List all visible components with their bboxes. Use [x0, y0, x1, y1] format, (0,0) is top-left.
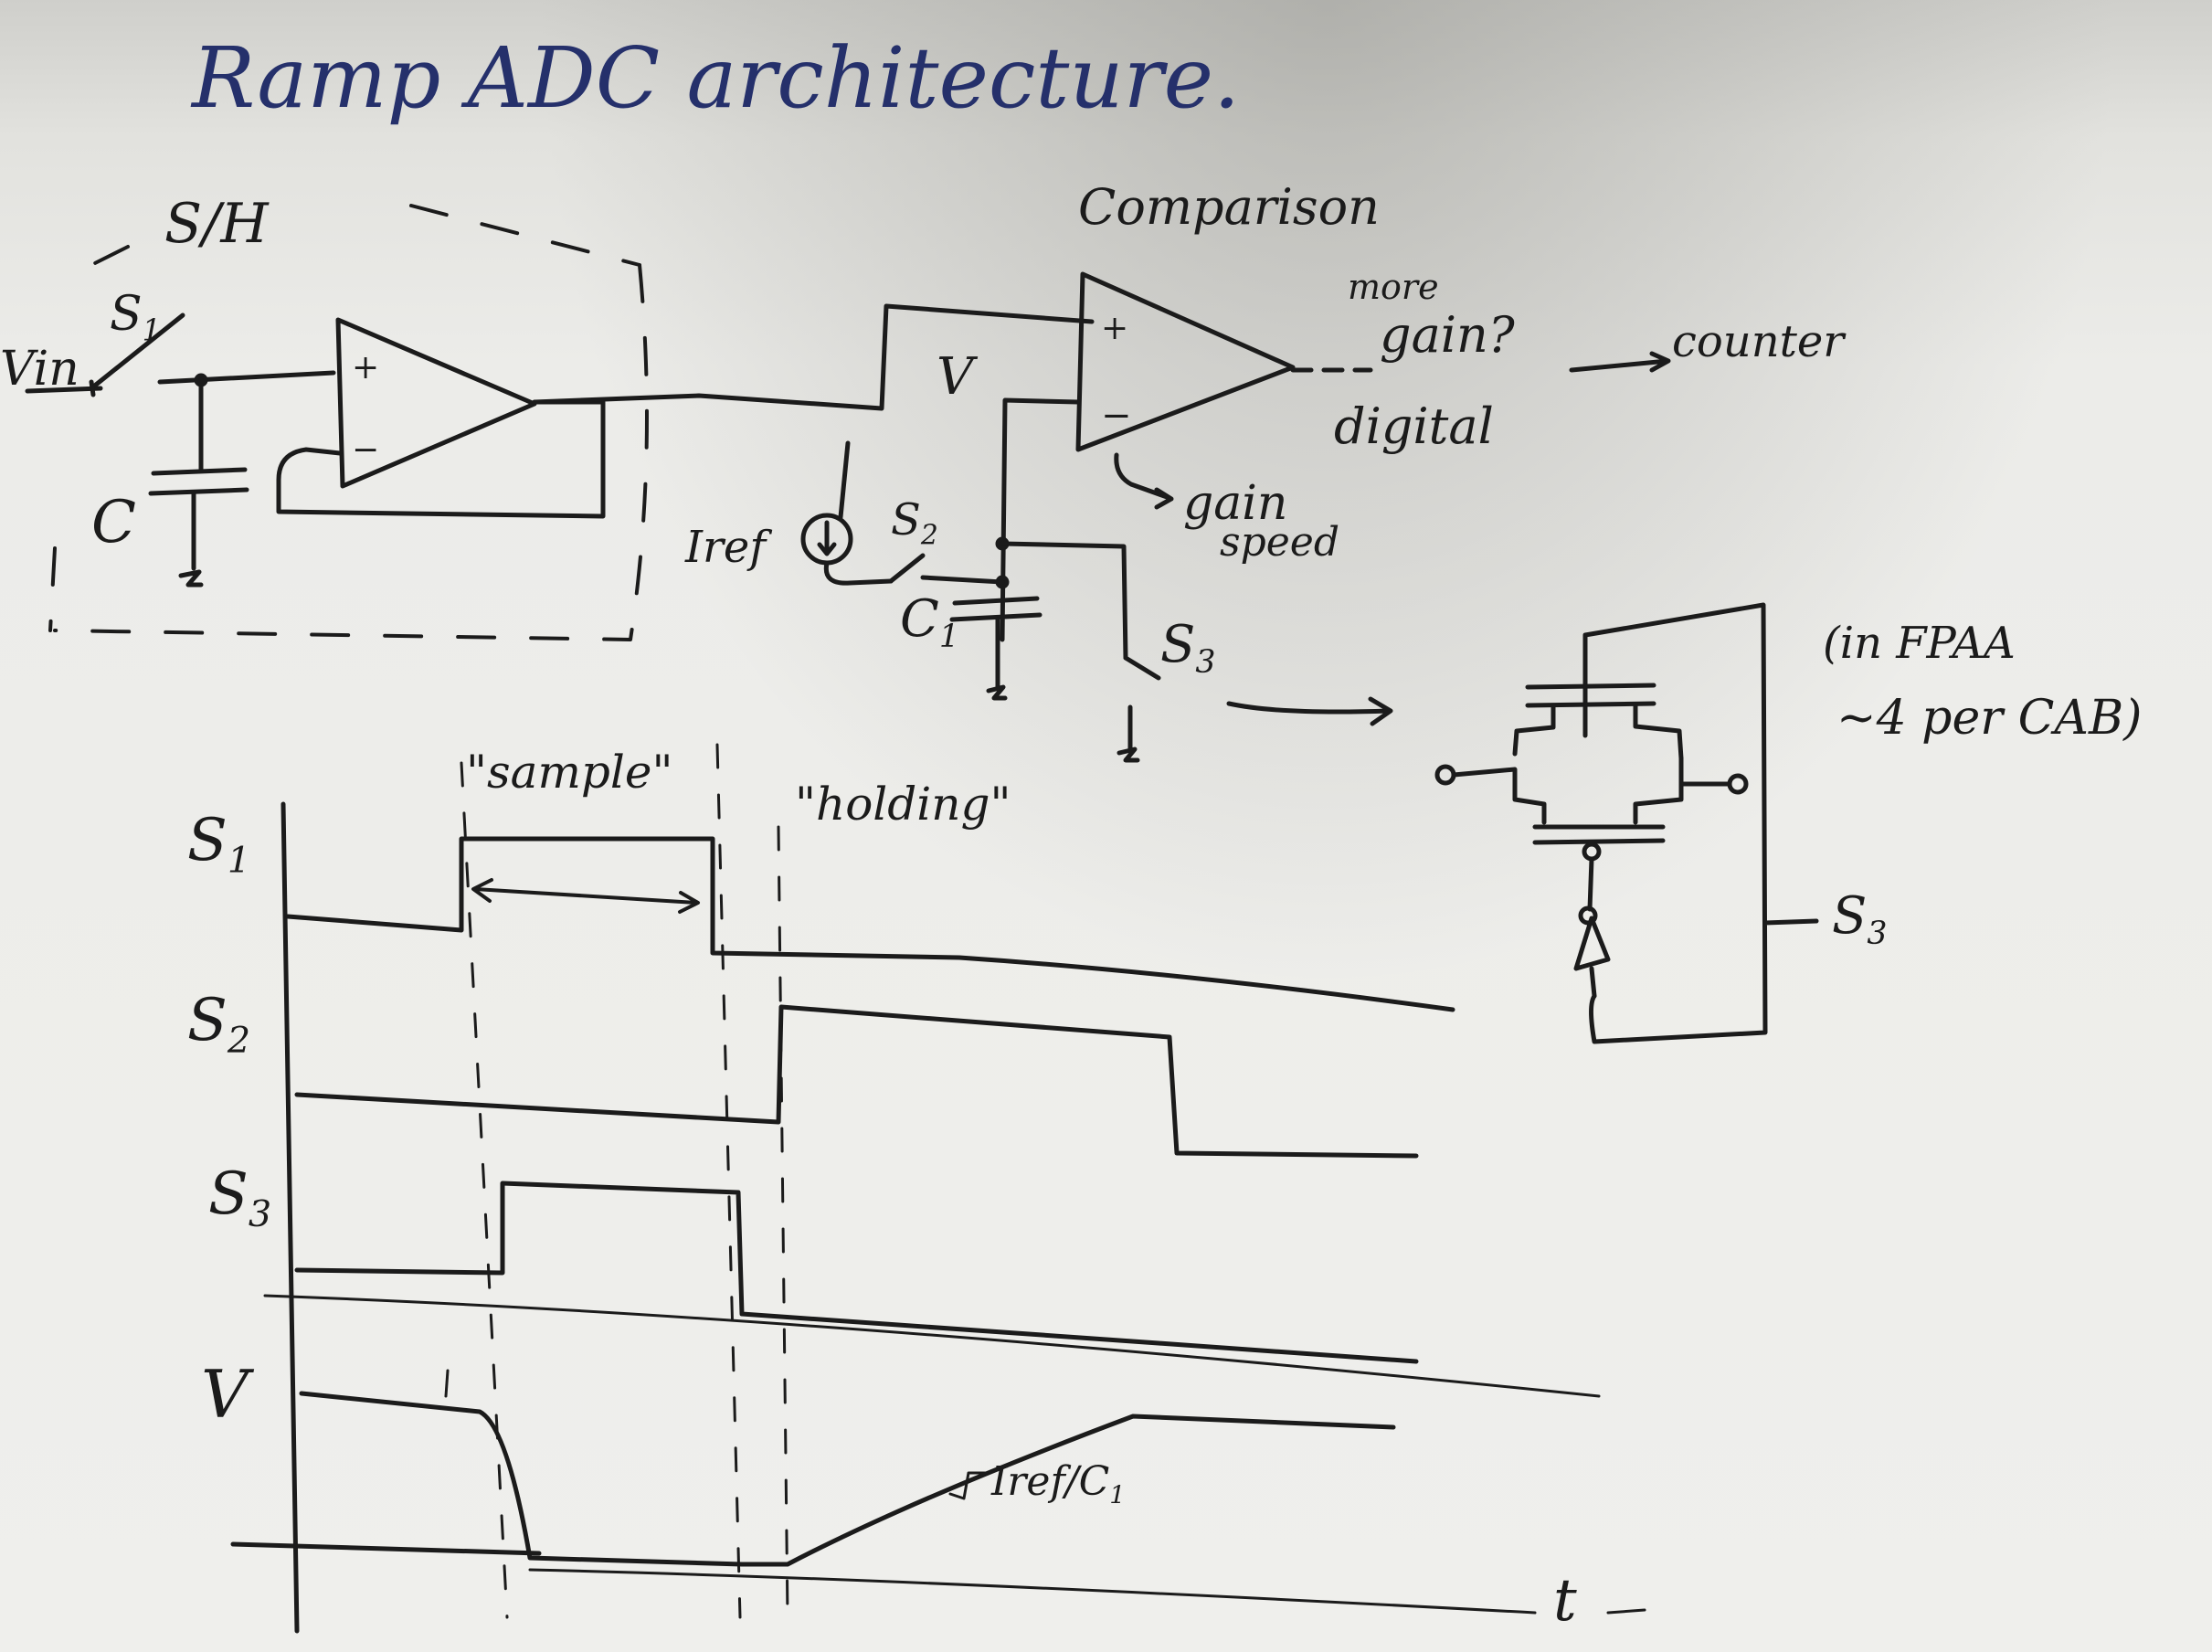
capacitor-c	[148, 467, 249, 496]
gain-speed-arrow	[1114, 452, 1174, 510]
timing-axis	[280, 801, 300, 1634]
timing-row-label: S3	[208, 1160, 272, 1235]
sh-label: S/H	[164, 192, 269, 256]
tg-inverter	[1573, 916, 1611, 971]
s2-waveform	[294, 1004, 1419, 1159]
phase-marker	[777, 825, 789, 1619]
tg-outline	[1582, 602, 1819, 1044]
fpaa-label: (in FPAA	[1823, 618, 2016, 669]
minus-input-wire	[1000, 397, 1081, 642]
tg-s3-label: S3	[1832, 886, 1888, 953]
v-baseline	[230, 1541, 542, 1556]
time-axis	[528, 1568, 1646, 1615]
slope-label: Iref/C1	[991, 1458, 1126, 1510]
tick-mark	[444, 1369, 450, 1398]
diagram-title: Ramp ADC architecture.	[192, 29, 1241, 127]
s3-wire	[1000, 541, 1128, 661]
gain-label: gain	[1183, 476, 1288, 531]
wire-to-opamp	[157, 370, 336, 385]
tg-inverter-wire	[1587, 856, 1594, 912]
digital-label: digital	[1334, 397, 1494, 455]
ground-symbol	[178, 569, 204, 588]
ground-symbol	[1117, 747, 1140, 763]
speed-label: speed	[1220, 519, 1339, 566]
comparator-opamp	[1075, 271, 1296, 452]
comp-minus-label: −	[1101, 395, 1132, 437]
iref-arrow	[817, 520, 837, 556]
counter-arrow	[1569, 351, 1671, 373]
timing-diagram	[230, 743, 1646, 1634]
s3-waveform	[294, 1181, 1419, 1364]
vin-wire	[25, 386, 103, 394]
sample-width-arrow	[471, 878, 700, 914]
s2-wire	[920, 575, 1005, 585]
tg-upper-gate	[1525, 683, 1656, 708]
s3-label: S3	[1160, 615, 1216, 682]
sh-output-wire	[532, 303, 1095, 411]
reference-line	[263, 1294, 1601, 1398]
sh-plus-label: +	[352, 349, 380, 387]
ground-symbol	[986, 684, 1008, 701]
timing-row-label: S1	[187, 807, 251, 882]
s3-detail-arrow	[1226, 696, 1393, 726]
sh-minus-label: −	[352, 431, 380, 469]
s1-label: S1	[110, 287, 162, 348]
counter-label: counter	[1672, 316, 1845, 367]
s1-contact	[89, 379, 96, 397]
s1-waveform	[285, 836, 1455, 1012]
sh-opamp	[335, 317, 537, 489]
c-label: C	[91, 489, 136, 556]
iref-label: Iref	[685, 522, 767, 573]
more-label: more	[1348, 267, 1439, 307]
sample-label: "sample"	[466, 746, 673, 799]
comparator-circuit	[800, 271, 1671, 763]
tg-inverter-output	[1589, 966, 1597, 999]
comp-plus-label: +	[1101, 310, 1129, 347]
time-axis-label: t	[1553, 1567, 1577, 1635]
phase-marker	[460, 761, 509, 1619]
phase-marker	[715, 743, 742, 1619]
sample-hold-circuit	[25, 204, 1095, 641]
sh-dashed-boundary	[48, 204, 649, 641]
gain-question-label: gain?	[1380, 306, 1515, 364]
tg-right-wire	[1633, 756, 1732, 825]
holding-label: "holding"	[795, 778, 1011, 831]
s2-label: S2	[891, 494, 938, 552]
iref-top-wire	[838, 440, 851, 520]
slope-marker	[948, 1471, 989, 1500]
tg-inverter-bubble	[1578, 905, 1598, 926]
tg-lower-gate	[1532, 824, 1666, 845]
v-waveform	[299, 1391, 1396, 1567]
tg-right-terminal	[1727, 773, 1749, 795]
transmission-gate	[1434, 602, 1819, 1044]
vin-label: Vin	[0, 342, 79, 397]
switch-s3	[1123, 655, 1161, 681]
per-cab-label: ~4 per CAB)	[1836, 691, 2143, 746]
timing-row-label: S2	[187, 987, 251, 1062]
switch-s2	[888, 553, 926, 584]
tg-upper-drain	[1512, 703, 1556, 757]
v-node-label: V	[937, 347, 974, 407]
capacitor-c1	[949, 596, 1042, 622]
tg-left-terminal	[1434, 764, 1456, 786]
feedback-loop	[276, 399, 606, 519]
tg-left-wire	[1451, 767, 1547, 825]
timing-row-label: V	[201, 1356, 249, 1433]
switch-s1	[89, 312, 185, 391]
c1-label: C1	[900, 589, 959, 656]
tg-upper-source	[1633, 703, 1684, 761]
iref-bottom-wire	[823, 560, 894, 586]
comparison-label: Comparison	[1078, 178, 1380, 236]
